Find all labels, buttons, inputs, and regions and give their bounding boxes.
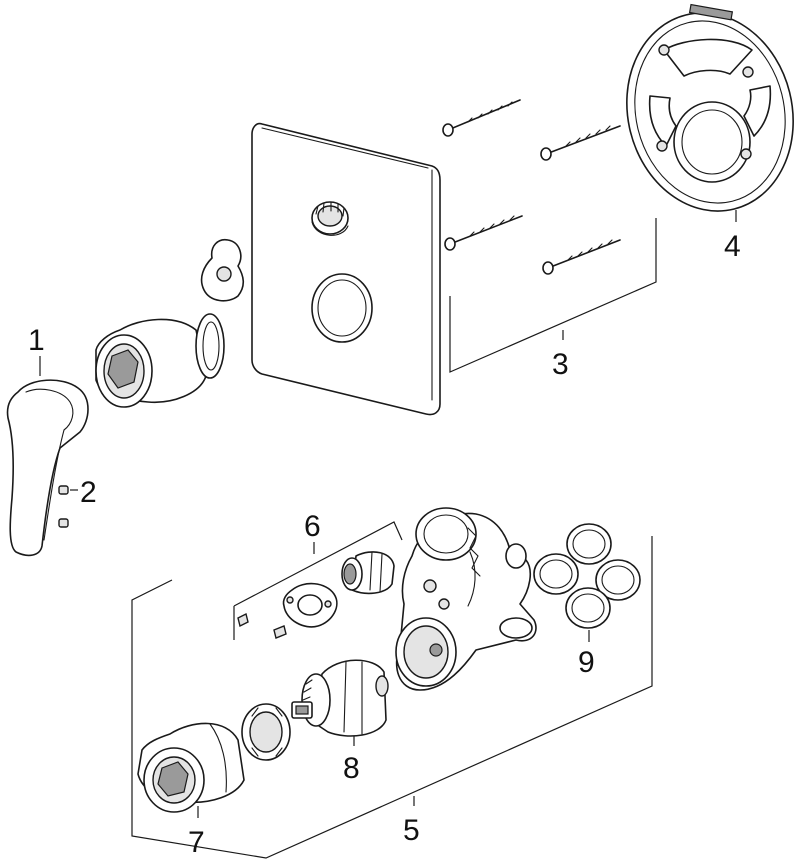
bracket-6 [233, 521, 403, 640]
cover-plate [251, 122, 441, 416]
set-screws [58, 485, 69, 528]
valve-body [395, 507, 537, 691]
callout-1: 1 [28, 324, 45, 357]
bonnet-ring [241, 703, 291, 761]
callout-9: 9 [578, 646, 595, 679]
sleeve-o-ring [195, 313, 225, 379]
callout-4: 4 [724, 230, 741, 263]
callout-3: 3 [552, 348, 569, 381]
main-cartridge [291, 659, 389, 737]
o-ring-set [533, 523, 641, 629]
lever-handle [6, 379, 89, 557]
callout-8: 8 [343, 752, 360, 785]
handle-sleeve [95, 318, 208, 408]
callout-5: 5 [403, 814, 420, 847]
callout-6: 6 [304, 510, 321, 543]
gasket-screws [237, 612, 287, 639]
extension-sleeve [137, 722, 245, 813]
keyhole-clip [200, 238, 245, 302]
diverter-cartridge [341, 551, 395, 595]
mounting-ring [626, 3, 794, 212]
bracket-5 [131, 536, 653, 859]
flange-gasket [282, 582, 338, 628]
mounting-screws [442, 99, 621, 275]
callout-7: 7 [188, 826, 205, 859]
screw-top-right [540, 125, 621, 161]
screw-bottom-left [444, 215, 523, 251]
bracket-3 [449, 218, 657, 373]
screw-bottom-right [542, 239, 621, 275]
callout-2: 2 [80, 476, 97, 509]
screw-top-left [442, 99, 521, 137]
